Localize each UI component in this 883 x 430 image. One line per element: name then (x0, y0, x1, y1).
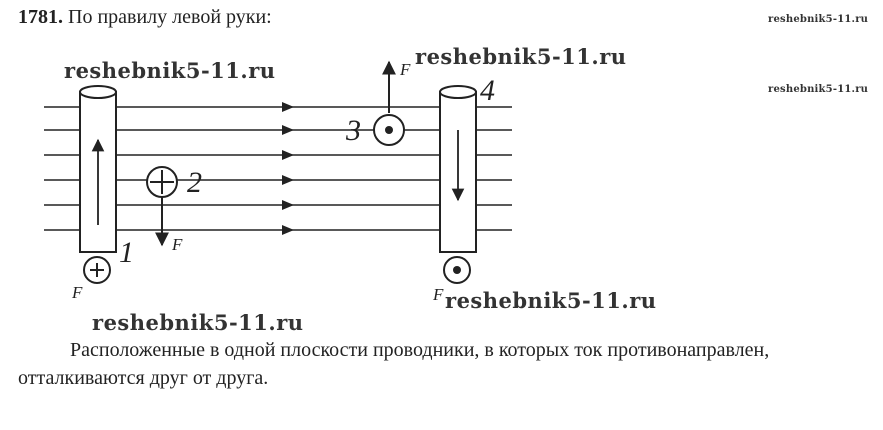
watermark-right: reshebnik5-11.ru (768, 84, 869, 95)
problem-title: По правилу левой руки: (63, 6, 272, 28)
wire-label-3: 3 (345, 114, 361, 147)
watermark-bottom-left: reshebnik5-11.ru (92, 310, 304, 335)
force-4-symbol (443, 256, 471, 284)
force-label-4: F (432, 285, 444, 304)
wire-label-2: 2 (187, 166, 202, 199)
force-label-1: F (71, 283, 83, 302)
problem-heading: 1781. По правилу левой руки: (18, 6, 272, 29)
wire-label-4: 4 (480, 74, 495, 107)
field-lines (44, 106, 512, 231)
conductor-1 (79, 85, 117, 253)
answer-text: Расположенные в одной плоскости проводни… (18, 339, 770, 389)
watermark-upper-mid: reshebnik5-11.ru (415, 44, 627, 69)
force-label-2: F (171, 235, 183, 254)
conductor-4 (439, 85, 477, 253)
field-arrowheads (282, 102, 294, 235)
force-1-symbol (83, 256, 111, 284)
conductor-3 (373, 60, 405, 146)
watermark-top-right: reshebnik5-11.ru (768, 14, 869, 25)
watermark-left: reshebnik5-11.ru (64, 58, 276, 83)
problem-number: 1781. (18, 6, 63, 28)
force-label-3: F (399, 60, 411, 79)
watermark-lower-mid: reshebnik5-11.ru (445, 288, 657, 313)
conductor-2 (146, 166, 178, 247)
wire-label-1: 1 (119, 236, 134, 269)
